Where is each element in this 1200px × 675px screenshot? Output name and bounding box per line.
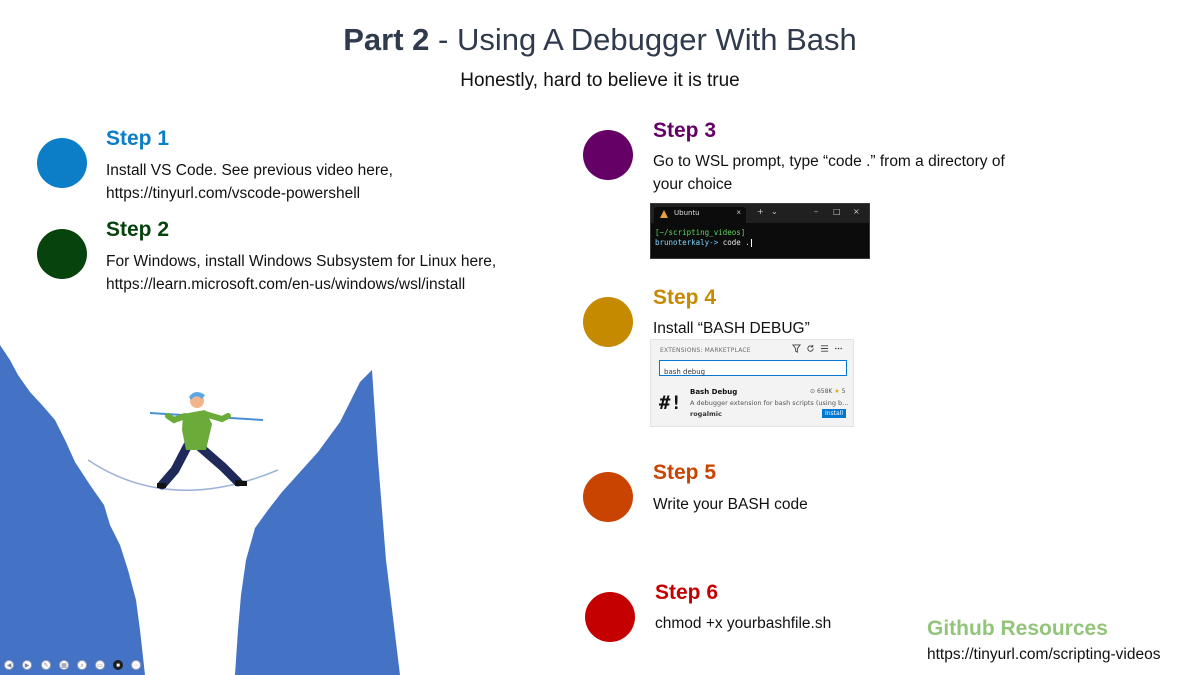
terminal-tab[interactable]: Ubuntu × xyxy=(654,207,746,223)
step1-line1: Install VS Code. See previous video here… xyxy=(106,162,393,179)
install-button[interactable]: Install xyxy=(822,409,846,418)
left-cliff xyxy=(0,345,145,675)
maximize-icon[interactable]: □ xyxy=(833,207,841,216)
step4-text: Install “BASH DEBUG” xyxy=(653,320,810,337)
walker-arm xyxy=(202,411,231,423)
extension-search-input[interactable] xyxy=(660,366,848,378)
step2-text: For Windows, install Windows Subsystem f… xyxy=(106,250,496,296)
step1-heading: Step 1 xyxy=(106,127,170,150)
terminal-prompt: brunoterkaly-> xyxy=(655,238,719,247)
close-icon[interactable]: × xyxy=(853,207,860,216)
title-rest: - Using A Debugger With Bash xyxy=(429,22,857,57)
step2-circle xyxy=(37,229,87,279)
subtitles-icon[interactable]: ▭ xyxy=(95,660,105,670)
zoom-icon[interactable]: ⌕ xyxy=(77,660,87,670)
step5-circle xyxy=(583,472,633,522)
terminal-cwd: [~/scripting_videos] xyxy=(655,228,746,237)
terminal-tab-label: Ubuntu xyxy=(674,209,700,217)
next-slide-icon[interactable]: ▶ xyxy=(22,660,32,670)
bash-debug-logo: #! xyxy=(659,392,682,414)
more-icon[interactable] xyxy=(834,344,843,355)
extension-search-box[interactable] xyxy=(659,360,848,378)
star-icon: ★ xyxy=(834,388,840,395)
refresh-icon[interactable] xyxy=(806,344,815,355)
terminal-window: Ubuntu × + ⌄ – □ × [~/scripting_videos] … xyxy=(650,203,870,259)
github-resources-link[interactable]: https://tinyurl.com/scripting-videos xyxy=(927,646,1161,663)
terminal-titlebar: Ubuntu × + ⌄ – □ × xyxy=(651,204,869,223)
step5-text: Write your BASH code xyxy=(653,496,808,513)
terminal-command: code . xyxy=(718,238,750,247)
terminal-command-line[interactable]: brunoterkaly-> code . xyxy=(655,238,752,247)
clear-icon[interactable] xyxy=(820,344,829,355)
step2-line2: https://learn.microsoft.com/en-us/window… xyxy=(106,276,466,293)
tightrope xyxy=(87,459,279,491)
step4-circle xyxy=(583,297,633,347)
step2-line1: For Windows, install Windows Subsystem f… xyxy=(106,253,497,270)
extension-description: A debugger extension for bash scripts (u… xyxy=(690,399,848,407)
walker-shirt xyxy=(182,410,212,450)
tightrope-illustration xyxy=(0,345,400,675)
minimize-icon[interactable]: – xyxy=(814,207,818,216)
extension-stats: ⊙ 658K ★ 5 xyxy=(810,388,845,395)
walker-arm-back xyxy=(165,413,188,424)
step5-heading: Step 5 xyxy=(653,461,717,484)
walker-shoe-back xyxy=(157,483,166,488)
filter-icon[interactable] xyxy=(792,344,801,355)
right-cliff xyxy=(235,370,400,675)
ubuntu-icon xyxy=(660,210,668,218)
github-resources-title: Github Resources xyxy=(927,617,1108,640)
terminal-cursor xyxy=(750,239,752,247)
step6-circle xyxy=(585,592,635,642)
walker-shoe-front xyxy=(235,480,247,486)
slides-grid-icon[interactable]: ▦ xyxy=(59,660,69,670)
walker-leg-back xyxy=(157,440,193,490)
walker-figure xyxy=(149,391,264,490)
walker-hair xyxy=(189,391,205,400)
new-tab-icon[interactable]: + xyxy=(757,207,764,216)
chevron-down-icon[interactable]: ⌄ xyxy=(771,207,778,216)
tab-close-icon[interactable]: × xyxy=(736,208,741,217)
step6-heading: Step 6 xyxy=(655,581,719,604)
marketplace-header: EXTENSIONS: MARKETPLACE xyxy=(660,347,751,354)
slide-title: Part 2 - Using A Debugger With Bash xyxy=(0,22,1200,58)
step1-text: Install VS Code. See previous video here… xyxy=(106,159,393,205)
title-bold: Part 2 xyxy=(343,22,430,57)
pen-icon[interactable]: ✎ xyxy=(41,660,51,670)
step3-heading: Step 3 xyxy=(653,119,717,142)
step3-circle xyxy=(583,130,633,180)
walker-leg-front xyxy=(195,442,243,487)
step1-circle xyxy=(37,138,87,188)
step1-line2: https://tinyurl.com/vscode-powershell xyxy=(106,185,361,202)
more-options-icon[interactable]: ⋯ xyxy=(131,660,141,670)
step6-text: chmod +x yourbashfile.sh xyxy=(655,615,832,632)
extension-name[interactable]: Bash Debug xyxy=(690,388,738,396)
slide-subtitle: Honestly, hard to believe it is true xyxy=(460,70,740,91)
step3-line2: your choice xyxy=(653,176,733,193)
extension-publisher: rogalmic xyxy=(690,410,722,418)
rating-value: 5 xyxy=(841,388,846,395)
previous-slide-icon[interactable]: ◀ xyxy=(4,660,14,670)
step3-text: Go to WSL prompt, type “code .” from a d… xyxy=(653,150,1005,196)
step2-heading: Step 2 xyxy=(106,218,170,241)
camera-icon[interactable]: ■ xyxy=(113,660,123,670)
extensions-marketplace-panel: EXTENSIONS: MARKETPLACE #! Bash Debug A … xyxy=(650,339,854,427)
step3-line1: Go to WSL prompt, type “code .” from a d… xyxy=(653,153,1005,170)
downloads-icon: ⊙ xyxy=(810,388,816,395)
step4-heading: Step 4 xyxy=(653,286,717,309)
downloads-count: 658K xyxy=(816,388,833,395)
